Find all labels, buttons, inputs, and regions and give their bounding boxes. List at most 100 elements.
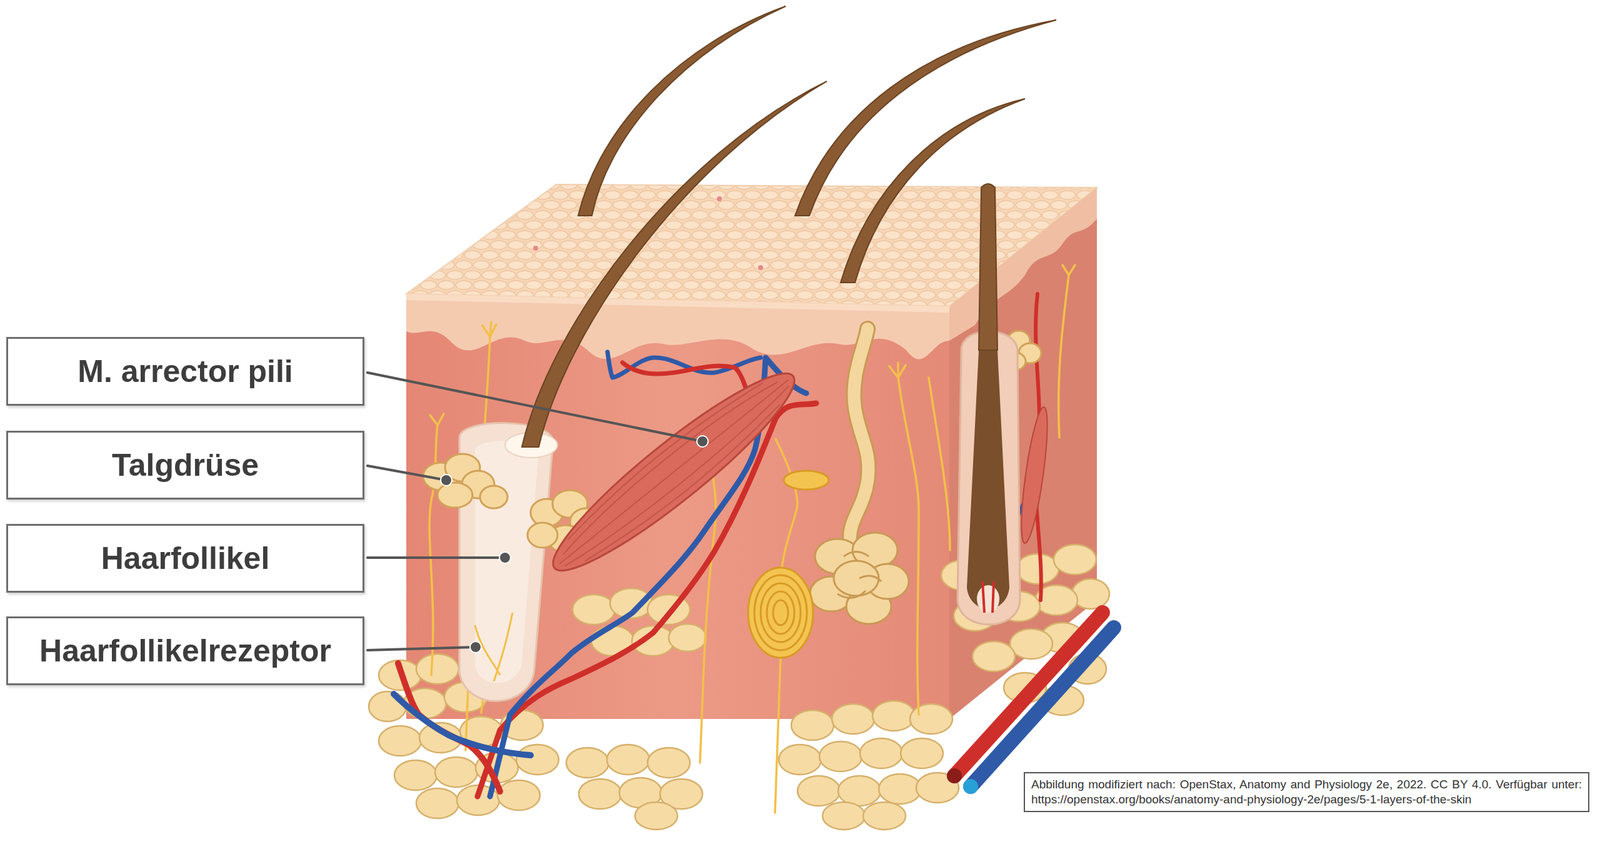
nerves — [430, 413, 444, 425]
leader-dot — [440, 474, 452, 486]
nerves — [889, 362, 906, 378]
hair-shaft — [578, 6, 786, 216]
lamellar-corpuscle — [783, 470, 829, 490]
fat-tissue — [1016, 553, 1059, 584]
lamellar-corpuscle — [760, 583, 801, 642]
label-text: Talgdrüse — [111, 446, 259, 484]
blood-vessels — [946, 768, 962, 784]
fat-tissue — [1010, 628, 1053, 659]
leader-line — [367, 465, 447, 480]
fat-tissue — [863, 801, 906, 830]
leader-line — [367, 646, 476, 650]
skin-block — [758, 265, 764, 270]
blood-vessels — [970, 627, 1114, 787]
fat-tissue — [394, 760, 437, 790]
fat-tissue — [572, 594, 615, 625]
nerves — [898, 377, 919, 715]
leader-line — [367, 556, 505, 559]
label-text: Haarfollikel — [101, 540, 270, 577]
label-box: Haarfollikelrezeptor — [6, 616, 365, 685]
sweat-gland — [833, 560, 879, 596]
fat-tissue — [831, 703, 875, 734]
leader-dot — [499, 551, 511, 564]
sweat-gland — [850, 328, 869, 538]
fat-tissue — [416, 788, 459, 819]
skin-block — [716, 196, 722, 202]
fat-tissue — [819, 741, 862, 772]
sebaceous-gland — [480, 485, 508, 509]
arrector-pili-muscle — [536, 353, 812, 591]
hair-follicle — [978, 183, 998, 350]
blood-vessels — [393, 293, 1114, 797]
nerves — [1058, 265, 1075, 438]
hair-shaft — [521, 6, 1057, 447]
fat-tissue — [791, 710, 834, 740]
label-box: Haarfollikel — [6, 523, 365, 593]
fat-tissue — [435, 756, 478, 787]
skin-block — [406, 293, 950, 719]
arrector-pili-muscle — [545, 362, 803, 582]
leader-dot — [440, 435, 709, 653]
fat-tissue — [797, 775, 840, 806]
arrector-pili-muscle — [1016, 405, 1053, 545]
fat-tissue — [860, 738, 903, 769]
lamellar-corpuscle — [766, 591, 795, 634]
hair-follicle — [982, 581, 994, 613]
blood-vessels — [393, 693, 531, 755]
fat-tissue — [416, 653, 459, 684]
fat-tissue — [668, 623, 707, 652]
skin-block — [533, 245, 539, 251]
lamellar-corpuscle — [754, 575, 807, 650]
fat-tissue — [497, 780, 540, 810]
nerves — [429, 265, 1075, 813]
fat-tissue — [606, 744, 650, 775]
fat-tissue — [972, 641, 1015, 672]
sebaceous-gland — [527, 522, 558, 548]
fat-tissue — [516, 744, 559, 775]
hair-follicle — [957, 183, 1020, 625]
hair-shaft — [840, 98, 1025, 283]
leader-line — [367, 372, 703, 650]
nerves — [775, 656, 781, 813]
skin-block — [406, 293, 950, 313]
lamellar-corpuscle — [748, 470, 829, 658]
fat-tissue — [378, 725, 422, 756]
blood-vessels — [954, 612, 1103, 776]
fat-tissue — [647, 747, 690, 778]
fat-tissue — [822, 801, 865, 830]
sebaceous-gland — [437, 482, 473, 508]
arrector-pili-muscle — [1016, 405, 1053, 545]
hair-follicle — [976, 585, 1000, 613]
lamellar-corpuscle — [748, 567, 814, 658]
sweat-gland — [810, 532, 909, 624]
leader-line — [367, 372, 703, 442]
lamellar-corpuscle — [773, 600, 789, 625]
leader-dot — [470, 641, 482, 653]
sweat-gland — [850, 328, 869, 538]
fat-tissue — [900, 738, 944, 769]
blood-vessels — [963, 778, 979, 794]
fat-tissue — [872, 700, 915, 731]
fat-tissue — [910, 703, 953, 734]
label-box: Talgdrüse — [6, 430, 365, 500]
hair-shaft — [795, 20, 1057, 216]
sweat-gland — [837, 551, 882, 599]
credit-box: Abbildung modifiziert nach: OpenStax, An… — [1023, 771, 1590, 812]
label-text: M. arrector pili — [77, 353, 294, 390]
fat-tissue — [635, 801, 678, 830]
nerves — [482, 321, 497, 337]
leader-dot — [696, 435, 709, 447]
nerves — [928, 377, 950, 550]
label-box: M. arrector pili — [6, 336, 365, 406]
label-text: Haarfollikelrezeptor — [39, 632, 332, 669]
arrector-pili-muscle — [536, 353, 812, 591]
hair-shaft — [521, 81, 827, 447]
fat-tissue — [1053, 544, 1097, 575]
hair-follicle — [957, 331, 1020, 625]
hair-follicle — [966, 350, 1010, 609]
fat-tissue — [566, 747, 609, 778]
fat-tissue — [578, 778, 622, 809]
fat-tissue — [368, 691, 407, 722]
